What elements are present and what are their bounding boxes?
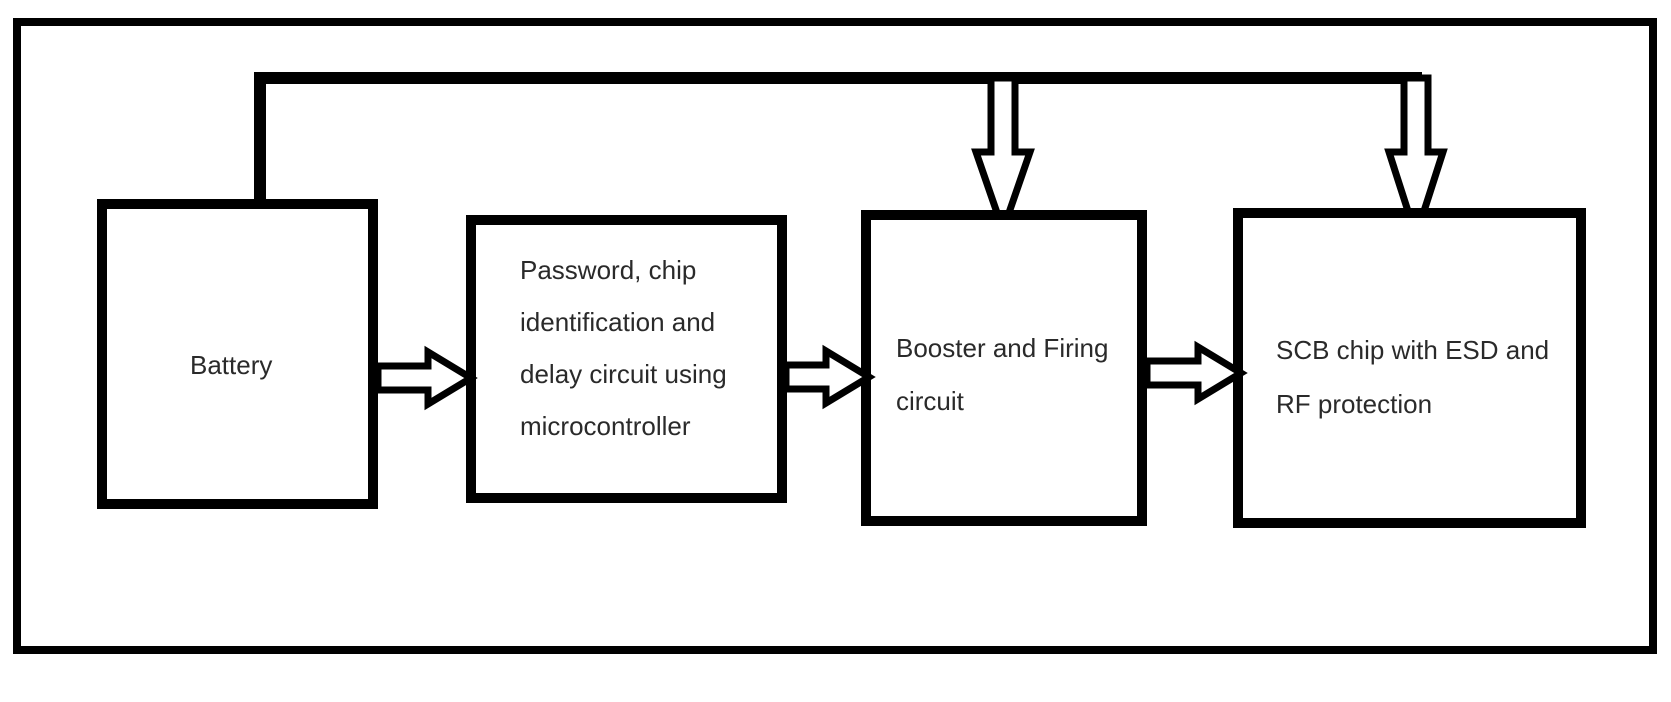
outer-frame — [13, 18, 1657, 654]
scb-block — [1233, 208, 1586, 528]
booster-label-line: Booster and Firing — [896, 333, 1108, 363]
arrow-controller-to-booster — [782, 344, 876, 410]
battery-label-line: Battery — [190, 350, 272, 380]
scb-label: SCB chip with ESD and RF protection — [1276, 335, 1556, 419]
scb-label-line: SCB chip with ESD and — [1276, 335, 1549, 365]
controller-label-line: identification and — [520, 307, 715, 337]
controller-label-line: Password, chip — [520, 255, 696, 285]
arrow-booster-to-scb — [1143, 340, 1248, 406]
arrow-battery-to-controller — [374, 345, 478, 411]
down-arrow-scb — [1384, 74, 1448, 248]
controller-block — [466, 215, 787, 503]
battery-label: Battery — [190, 350, 272, 380]
controller-label: Password, chip identification and delay … — [520, 255, 734, 441]
controller-label-line: delay circuit using — [520, 359, 727, 389]
booster-label-line: circuit — [896, 386, 965, 416]
controller-label-line: microcontroller — [520, 411, 691, 441]
battery-block — [97, 199, 378, 509]
booster-label: Booster and Firing circuit — [896, 333, 1116, 416]
scb-label-line: RF protection — [1276, 389, 1432, 419]
power-bus — [254, 72, 1422, 205]
down-arrow-booster — [971, 74, 1035, 241]
booster-block — [861, 210, 1147, 526]
